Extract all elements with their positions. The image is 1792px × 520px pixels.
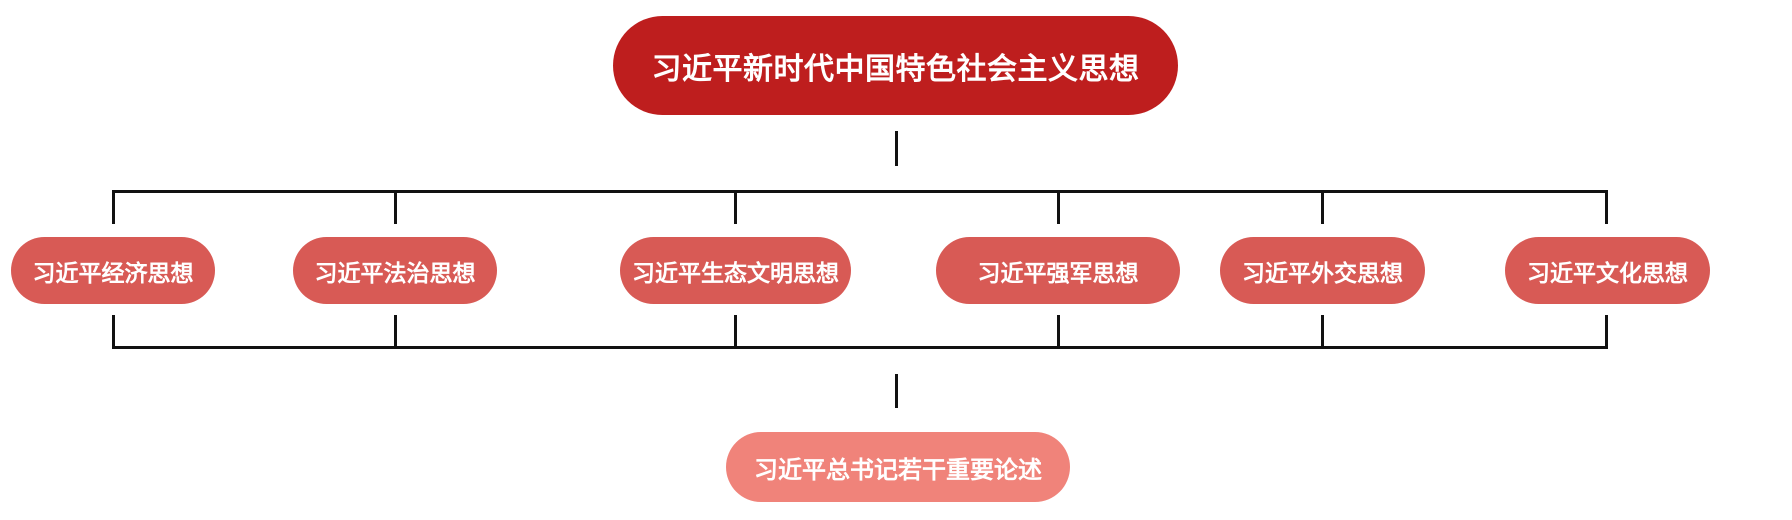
connector-bottom-stub-6 xyxy=(1605,315,1608,349)
connector-top-stub-5 xyxy=(1321,190,1324,224)
footer-node: 习近平总书记若干重要论述 xyxy=(726,432,1070,502)
connector-bottom-stub-3 xyxy=(734,315,737,349)
root-node: 习近平新时代中国特色社会主义思想 xyxy=(613,16,1178,115)
connector-top-stub-3 xyxy=(734,190,737,224)
connector-bottom-stub-4 xyxy=(1057,315,1060,349)
connector-bottom-stub-5 xyxy=(1321,315,1324,349)
connector-bottom-stub-1 xyxy=(112,315,115,349)
connector-top-bus xyxy=(112,190,1608,193)
connector-root-stub xyxy=(895,131,898,166)
child-node-military: 习近平强军思想 xyxy=(936,237,1180,304)
child-node-rule-of-law: 习近平法治思想 xyxy=(293,237,497,304)
child-node-economic: 习近平经济思想 xyxy=(11,237,215,304)
connector-footer-stub xyxy=(895,374,898,408)
connector-top-stub-4 xyxy=(1057,190,1060,224)
connector-bottom-stub-2 xyxy=(394,315,397,349)
child-node-culture: 习近平文化思想 xyxy=(1505,237,1710,304)
connector-top-stub-1 xyxy=(112,190,115,224)
connector-top-stub-2 xyxy=(394,190,397,224)
child-node-ecological: 习近平生态文明思想 xyxy=(620,237,851,304)
child-node-diplomacy: 习近平外交思想 xyxy=(1220,237,1425,304)
connector-bottom-bus xyxy=(112,346,1608,349)
connector-top-stub-6 xyxy=(1605,190,1608,224)
